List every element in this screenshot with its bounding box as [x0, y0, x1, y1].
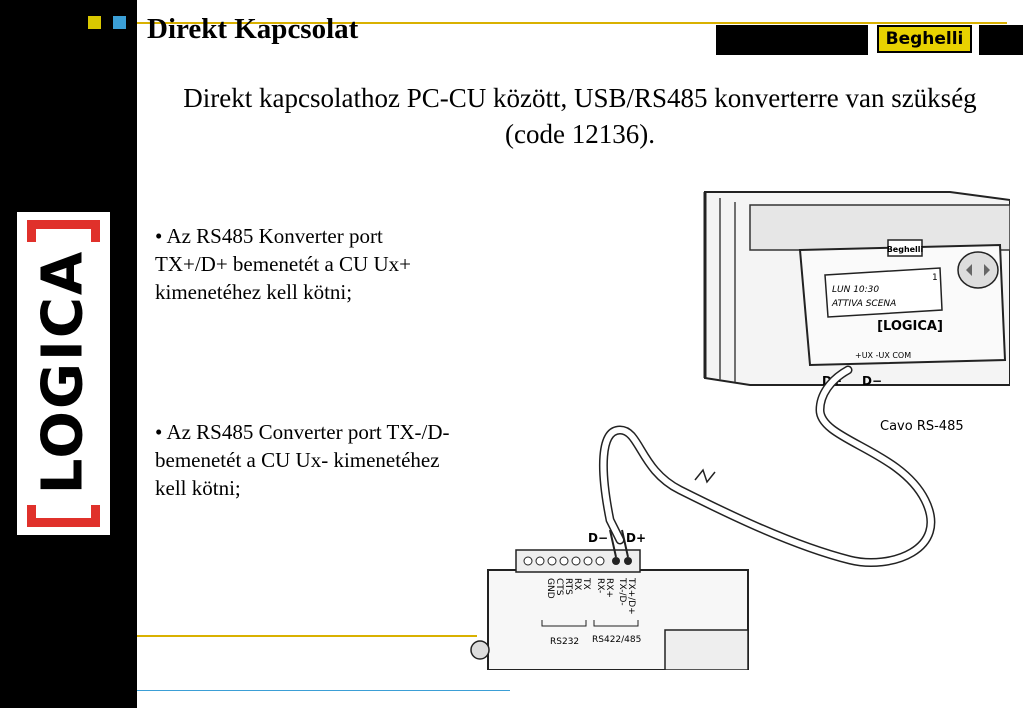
logica-logo-text: LOGICA	[30, 249, 96, 495]
pin-label: TX-/D-	[617, 577, 627, 606]
header-black-block-right	[979, 25, 1023, 55]
cu-port-labels: +UX -UX COM	[855, 351, 911, 360]
wiring-diagram: Beghelli LUN 10:30 ATTIVA SCENA 1 [LOGIC…	[470, 191, 1010, 670]
cable-label: Cavo RS-485	[880, 419, 964, 434]
logo-bracket-bottom	[27, 505, 100, 527]
rs485-group-label: RS422/485	[592, 635, 641, 645]
pin-label: RX+	[604, 578, 614, 598]
yellow-square-decoration	[88, 16, 101, 29]
converter-dminus-label: D−	[588, 531, 608, 545]
cu-display-line1: LUN 10:30	[832, 285, 879, 295]
pin-label: RTS	[563, 578, 573, 595]
cu-display-number: 1	[932, 273, 938, 283]
pin-label: GND	[545, 578, 555, 599]
pin-label: TX	[581, 577, 591, 590]
pin-label: TX+/D+	[626, 577, 636, 615]
pin-label: RX-	[595, 578, 605, 593]
cu-display-line2: ATTIVA SCENA	[831, 299, 896, 309]
cu-dminus-label: D−	[862, 374, 882, 388]
bullet-item: • Az RS485 Converter port TX-/D- bemenet…	[155, 420, 450, 500]
footer-blue-line	[137, 690, 510, 691]
blue-square-decoration	[113, 16, 126, 29]
logica-logo: LOGICA	[17, 212, 110, 535]
pin-label: CTS	[554, 578, 564, 596]
logo-bracket-top	[27, 220, 100, 242]
cu-logica-logo: [LOGICA]	[877, 319, 943, 334]
footer-gold-line	[137, 635, 477, 637]
converter-dplus-label: D+	[626, 531, 646, 545]
rs485-cable	[599, 365, 936, 567]
slide-title: Direkt Kapcsolat	[147, 13, 359, 45]
rs232-group-label: RS232	[550, 637, 579, 647]
control-unit-device: Beghelli LUN 10:30 ATTIVA SCENA 1 [LOGIC…	[703, 191, 1010, 388]
header-black-block	[716, 25, 868, 55]
bullet-item: • Az RS485 Konverter port TX+/D+ bemenet…	[155, 224, 411, 304]
cu-brand-label: Beghelli	[887, 245, 924, 254]
pin-label: RX	[572, 578, 582, 590]
title-underline	[137, 22, 1007, 24]
beghelli-logo: Beghelli	[877, 25, 972, 53]
slide-subtitle: Direkt kapcsolathoz PC-CU között, USB/RS…	[183, 83, 977, 149]
usb-rs485-converter: D− D+ GND CTS RTS RX TX RX- RX+ TX-/D- T…	[470, 529, 749, 670]
cu-nav-button	[957, 251, 999, 289]
